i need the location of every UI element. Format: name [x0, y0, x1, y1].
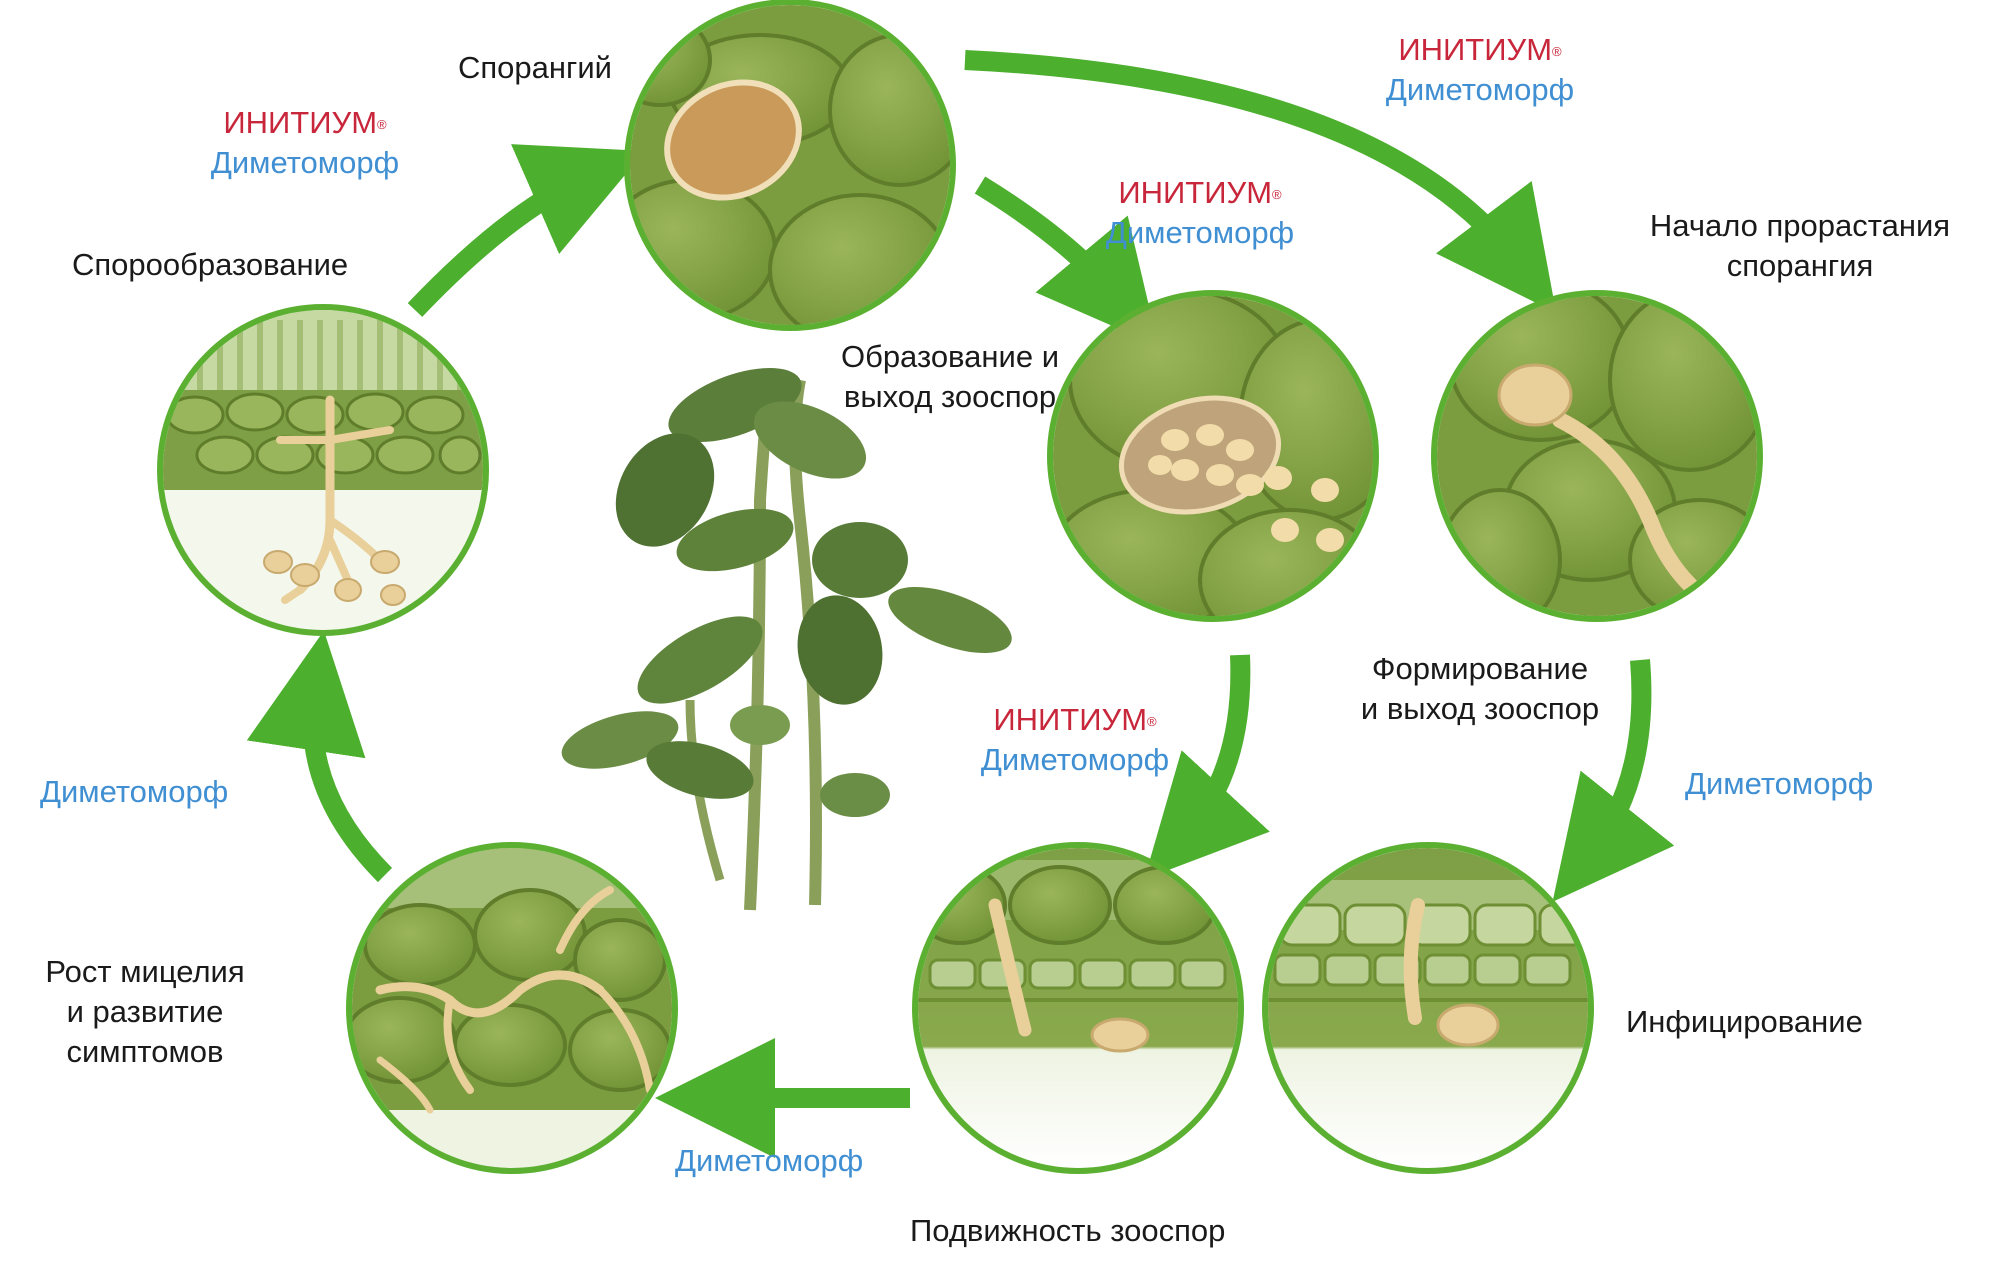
arrow-germination-to-infection: [1552, 659, 1675, 902]
label-zoospore-release: Образование и выход зооспор: [820, 337, 1080, 417]
brand-name: ИНИТИУМ®: [1118, 175, 1282, 210]
label-sporangium: Спорангий: [458, 50, 612, 85]
label-infection: Инфицирование: [1626, 1004, 1863, 1039]
active-ingredient: Диметоморф: [980, 742, 1170, 777]
label-zoospore-release-line1: Образование и: [840, 339, 1060, 374]
label-zoospore-motility: Подвижность зооспор: [910, 1213, 1226, 1248]
label-zoospore-formation-line2: и выход зооспор: [1360, 691, 1600, 726]
arrow-sporulation-to-sporangium: [407, 144, 645, 317]
brand-name: ИНИТИУМ®: [993, 702, 1157, 737]
brand-name: ИНИТИУМ®: [223, 105, 387, 140]
active-ingredient: Диметоморф: [210, 145, 400, 180]
label-mycelium-growth-line1: Рост мицелия: [45, 954, 245, 989]
active-label-left: Диметоморф: [40, 774, 229, 809]
label-mycelium-growth-line2: и развитие: [66, 994, 224, 1029]
arrow-sporangium-to-germination: [964, 50, 1557, 313]
motility-image: [912, 842, 1244, 1174]
mycelium-image: [346, 842, 678, 1174]
active-ingredient: Диметоморф: [1105, 215, 1295, 250]
brand-name: ИНИТИУМ®: [1398, 32, 1562, 67]
plant-illustration: [561, 368, 1012, 911]
active-ingredient: Диметоморф: [1385, 72, 1575, 107]
product-label-top-right: ИНИТИУМ® Диметоморф: [1365, 30, 1595, 110]
label-germination-line2: спорангия: [1726, 248, 1874, 283]
product-label-center-top: ИНИТИУМ® Диметоморф: [1085, 173, 1315, 253]
infection-image: [1262, 842, 1594, 1174]
zoospore-release-image: [1047, 290, 1379, 622]
germination-image: [1431, 290, 1763, 622]
sporangium-image: [624, 0, 956, 331]
sporulation-image: [157, 304, 489, 636]
label-mycelium-growth-line3: симптомов: [66, 1034, 224, 1069]
label-zoospore-formation: Формирование и выход зооспор: [1330, 649, 1630, 729]
active-label-right: Диметоморф: [1685, 766, 1874, 801]
label-zoospore-formation-line1: Формирование: [1371, 651, 1589, 686]
label-germination: Начало прорастания спорангия: [1625, 206, 1975, 286]
active-label-bottom: Диметоморф: [675, 1143, 864, 1178]
product-label-center-bottom: ИНИТИУМ® Диметоморф: [960, 700, 1190, 780]
arrow-release-to-motility: [1144, 654, 1270, 880]
arrow-sporangium-to-release: [974, 176, 1159, 347]
label-germination-line1: Начало прорастания: [1649, 208, 1951, 243]
label-mycelium-growth: Рост мицелия и развитие симптомов: [25, 952, 265, 1072]
cycle-arrows: [246, 50, 1675, 1158]
product-label-top-left: ИНИТИУМ® Диметоморф: [190, 103, 420, 183]
label-zoospore-release-line2: выход зооспор: [843, 379, 1057, 414]
label-sporulation: Спорообразование: [72, 247, 349, 282]
arrow-mycelium-to-sporulation: [246, 630, 393, 883]
